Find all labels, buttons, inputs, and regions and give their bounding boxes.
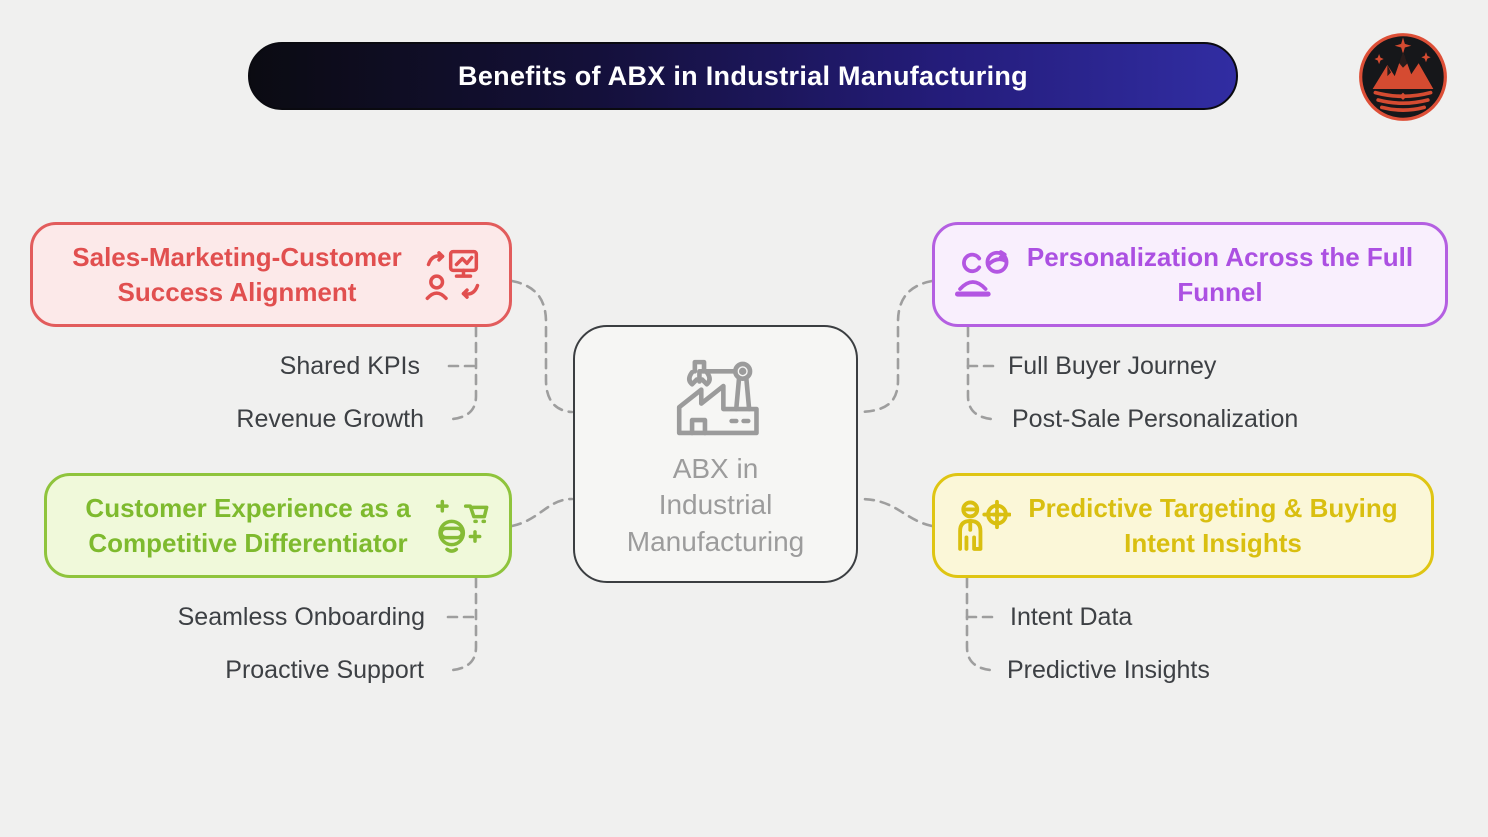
branch-title: Customer Experience as a Competitive Dif… <box>85 493 411 558</box>
subitem-revenue-growth[interactable]: Revenue Growth <box>236 405 424 433</box>
subitem-post-sale-personalization[interactable]: Post-Sale Personalization <box>1012 405 1299 433</box>
person-globe-icon <box>953 245 1013 305</box>
factory-crane-icon <box>676 359 759 436</box>
person-target-icon <box>953 496 1013 556</box>
crown-mountain-logo-icon <box>1359 33 1447 121</box>
center-node[interactable]: ABX in Industrial Manufacturing <box>573 325 858 583</box>
page-title: Benefits of ABX in Industrial Manufactur… <box>458 60 1028 91</box>
brand-logo <box>1357 31 1449 123</box>
branch-sales-marketing-alignment[interactable]: Sales-Marketing-Customer Success Alignme… <box>30 222 512 327</box>
branch-personalization[interactable]: Personalization Across the Full Funnel <box>932 222 1448 327</box>
person-monitor-sync-icon <box>423 245 483 305</box>
center-node-label: ABX in Industrial Manufacturing <box>626 453 805 557</box>
branch-title: Personalization Across the Full Funnel <box>1026 242 1414 307</box>
subitem-predictive-insights[interactable]: Predictive Insights <box>1007 656 1210 684</box>
branch-predictive-targeting[interactable]: Predictive Targeting & Buying Intent Ins… <box>932 473 1434 578</box>
vr-customer-sparkle-cart-icon <box>431 496 491 556</box>
branch-title: Predictive Targeting & Buying Intent Ins… <box>1028 493 1398 558</box>
branch-title: Sales-Marketing-Customer Success Alignme… <box>72 242 402 307</box>
branch-customer-experience[interactable]: Customer Experience as a Competitive Dif… <box>44 473 512 578</box>
subitem-full-buyer-journey[interactable]: Full Buyer Journey <box>1008 352 1217 380</box>
subitem-intent-data[interactable]: Intent Data <box>1010 603 1133 631</box>
subitem-seamless-onboarding[interactable]: Seamless Onboarding <box>177 603 425 631</box>
subitem-proactive-support[interactable]: Proactive Support <box>225 656 424 684</box>
subitem-shared-kpis[interactable]: Shared KPIs <box>279 352 420 380</box>
title-banner: Benefits of ABX in Industrial Manufactur… <box>248 42 1238 110</box>
